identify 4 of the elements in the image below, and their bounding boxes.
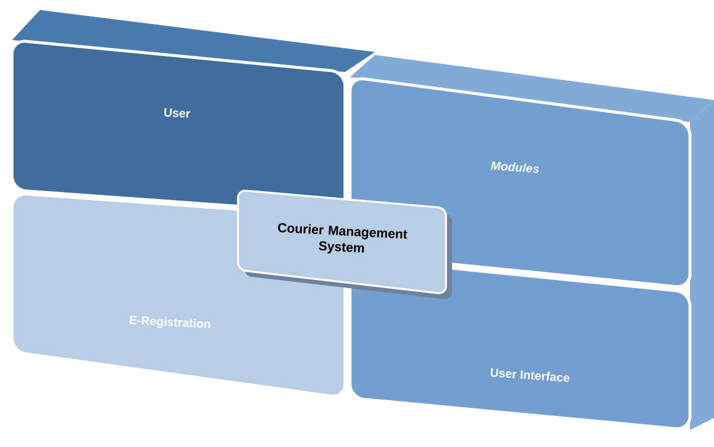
quadrant-panel: User Interface: [348, 258, 692, 430]
node-label: User Interface: [490, 368, 570, 382]
center-box: Courier Management System: [237, 190, 452, 300]
quadrant-panel: User: [10, 40, 346, 214]
